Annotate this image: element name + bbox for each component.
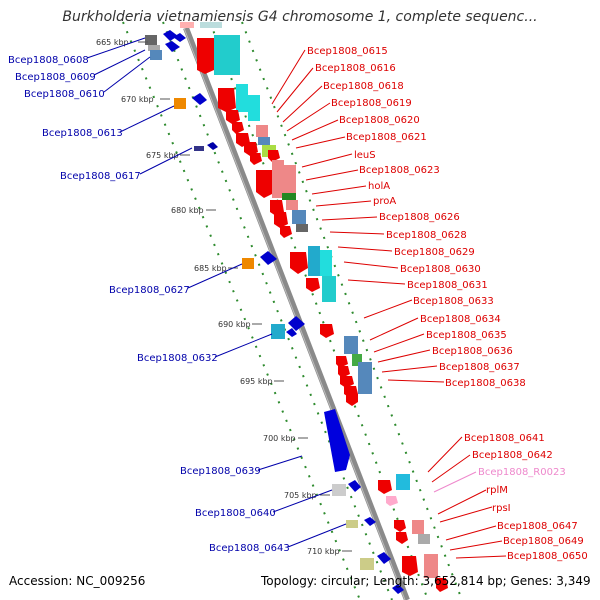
map-title: Burkholderia vietnamiensis G4 chromosome… xyxy=(62,9,538,25)
gene-label[interactable]: holA xyxy=(368,181,390,192)
gene-label[interactable]: Bcep1808_0641 xyxy=(464,433,545,444)
gene-label[interactable]: Bcep1808_0639 xyxy=(180,466,261,477)
gene-label[interactable]: Bcep1808_0609 xyxy=(15,72,96,83)
gene-label[interactable]: Bcep1808_0630 xyxy=(400,264,481,275)
kbp-tick-label: 665 kbp xyxy=(96,38,129,47)
kbp-tick-label: 680 kbp xyxy=(171,206,204,215)
rna-leader-line xyxy=(433,471,477,493)
left-strand-genes xyxy=(145,30,404,594)
rna-gene-label[interactable]: Bcep1808_R0023 xyxy=(478,467,566,478)
gene-label[interactable]: Bcep1808_0632 xyxy=(137,353,218,364)
kbp-tick-label: 705 kbp xyxy=(284,491,317,500)
kbp-tick-label: 710 kbp xyxy=(307,547,340,556)
right-strand-genes xyxy=(197,35,448,592)
topology-text: Topology: circular; Length: 3,652,814 bp… xyxy=(261,574,591,588)
gene-label[interactable]: Bcep1808_0634 xyxy=(420,314,501,325)
gene-label[interactable]: Bcep1808_0647 xyxy=(497,521,578,532)
gene-label[interactable]: Bcep1808_0615 xyxy=(307,46,388,57)
gene-label[interactable]: Bcep1808_0637 xyxy=(439,362,520,373)
kbp-tick-label: 700 kbp xyxy=(263,434,296,443)
gene-label[interactable]: Bcep1808_0610 xyxy=(24,89,105,100)
kbp-tick-label: 685 kbp xyxy=(194,264,227,273)
kbp-tick-label: 690 kbp xyxy=(218,320,251,329)
gene-label[interactable]: Bcep1808_0649 xyxy=(503,536,584,547)
gene-label[interactable]: Bcep1808_0638 xyxy=(445,378,526,389)
gene-label[interactable]: Bcep1808_0626 xyxy=(379,212,460,223)
kbp-ticks: 665 kbp 670 kbp 675 kbp 680 kbp 685 kbp … xyxy=(96,38,352,556)
gene-label[interactable]: Bcep1808_0616 xyxy=(315,63,396,74)
gene-label[interactable]: rpsI xyxy=(492,503,511,514)
right-leader-lines xyxy=(271,49,507,559)
gene-label[interactable]: Bcep1808_0636 xyxy=(432,346,513,357)
gene-label[interactable]: leuS xyxy=(354,150,376,161)
large-gene-arrow xyxy=(324,409,350,472)
gene-box xyxy=(145,35,157,45)
chromosome-backbone xyxy=(183,26,410,600)
gene-label[interactable]: Bcep1808_0613 xyxy=(42,128,123,139)
gene-label[interactable]: Bcep1808_0635 xyxy=(426,330,507,341)
gene-label[interactable]: Bcep1808_0623 xyxy=(359,165,440,176)
gene-label[interactable]: Bcep1808_0629 xyxy=(394,247,475,258)
gene-label[interactable]: Bcep1808_0627 xyxy=(109,285,190,296)
gene-label[interactable]: Bcep1808_0643 xyxy=(209,543,290,554)
inner-left-track xyxy=(162,21,393,600)
gene-label[interactable]: Bcep1808_0640 xyxy=(195,508,276,519)
gene-label[interactable]: Bcep1808_0642 xyxy=(472,450,553,461)
left-leader-lines xyxy=(86,37,347,548)
gene-arrow xyxy=(163,30,178,41)
outer-left-track xyxy=(122,21,361,600)
gene-label[interactable]: Bcep1808_0617 xyxy=(60,171,141,182)
gene-label[interactable]: proA xyxy=(373,196,396,207)
gene-label[interactable]: Bcep1808_0619 xyxy=(331,98,412,109)
accession-text: Accession: NC_009256 xyxy=(9,574,146,588)
gene-label[interactable]: Bcep1808_0620 xyxy=(339,115,420,126)
gene-label[interactable]: Bcep1808_0608 xyxy=(8,55,89,66)
kbp-tick-label: 670 kbp xyxy=(121,95,154,104)
kbp-tick-label: 675 kbp xyxy=(146,151,179,160)
gene-label[interactable]: Bcep1808_0633 xyxy=(413,296,494,307)
right-gene-labels: Bcep1808_0615 Bcep1808_0616 Bcep1808_061… xyxy=(307,46,588,562)
gene-label[interactable]: rplM xyxy=(486,485,508,496)
left-gene-labels: Bcep1808_0608 Bcep1808_0609 Bcep1808_061… xyxy=(8,55,290,554)
gene-label[interactable]: Bcep1808_0628 xyxy=(386,230,467,241)
gene-label[interactable]: Bcep1808_0650 xyxy=(507,551,588,562)
gene-label[interactable]: Bcep1808_0631 xyxy=(407,280,488,291)
gene-label[interactable]: Bcep1808_0621 xyxy=(346,132,427,143)
gene-label[interactable]: Bcep1808_0618 xyxy=(323,81,404,92)
kbp-tick-label: 695 kbp xyxy=(240,377,273,386)
